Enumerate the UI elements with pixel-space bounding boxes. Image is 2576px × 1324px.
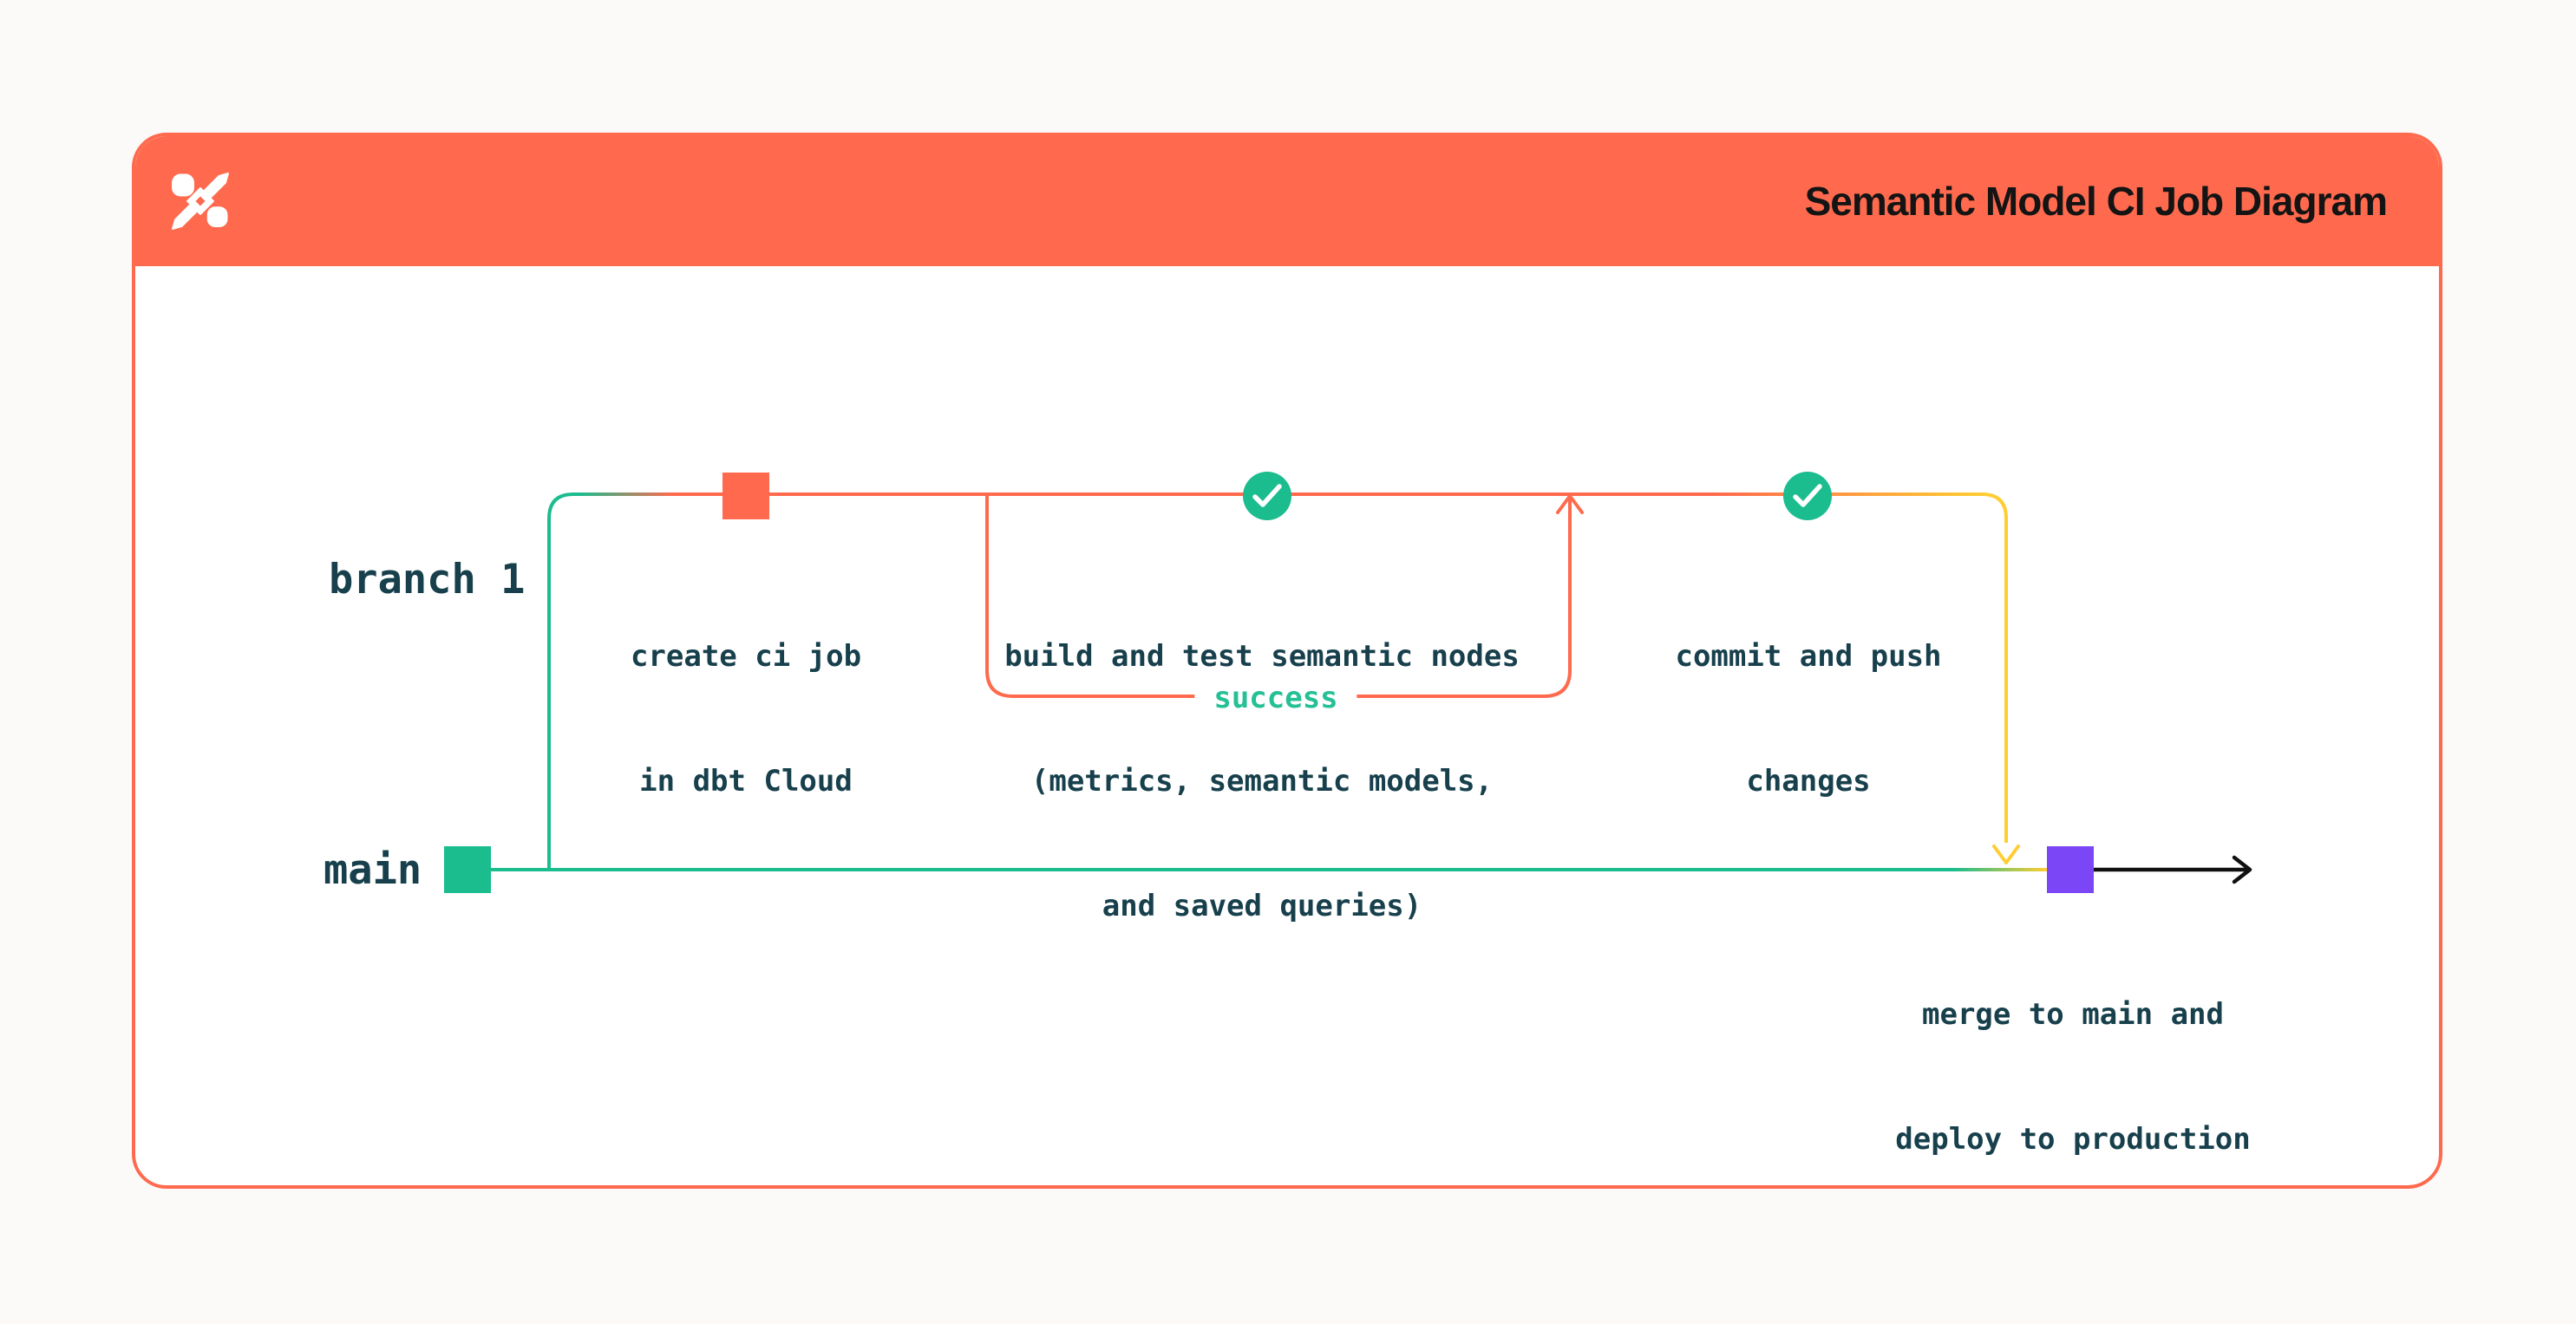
- main-label: main: [324, 846, 422, 894]
- merge-deploy-line-2: deploy to production: [1895, 1122, 2251, 1157]
- dbt-logo-nw-lobe: [172, 173, 194, 197]
- success-loop-label: success: [1194, 681, 1357, 715]
- build-test-line-1: build and test semantic nodes: [1004, 639, 1520, 674]
- commit-push-line-2: changes: [1746, 764, 1871, 799]
- header-bar: Semantic Model CI Job Diagram: [135, 136, 2439, 266]
- diagram-card: Semantic Model CI Job Diagram: [132, 133, 2442, 1189]
- create-ci-line-1: create ci job: [630, 639, 862, 674]
- create-ci-node-label: create ci job in dbt Cloud: [631, 552, 861, 844]
- create-ci-line-2: in dbt Cloud: [639, 764, 853, 799]
- commit-push-node-label: commit and push changes: [1675, 552, 1941, 844]
- merge-deploy-line-1: merge to main and: [1922, 997, 2224, 1032]
- commit-push-line-1: commit and push: [1675, 639, 1942, 674]
- merge-deploy-node-label: merge to main and deploy to production: [1895, 910, 2250, 1202]
- build-test-line-3: and saved queries): [1102, 889, 1422, 923]
- dbt-logo-hole: [195, 196, 206, 206]
- dbt-logo-icon: [172, 173, 229, 230]
- build-test-node-label: build and test semantic nodes (metrics, …: [1004, 552, 1520, 969]
- build-test-line-2: (metrics, semantic models,: [1030, 764, 1494, 799]
- page-title: Semantic Model CI Job Diagram: [1804, 179, 2388, 224]
- dbt-logo-se-lobe: [206, 206, 228, 227]
- branch1-label: branch 1: [329, 556, 526, 603]
